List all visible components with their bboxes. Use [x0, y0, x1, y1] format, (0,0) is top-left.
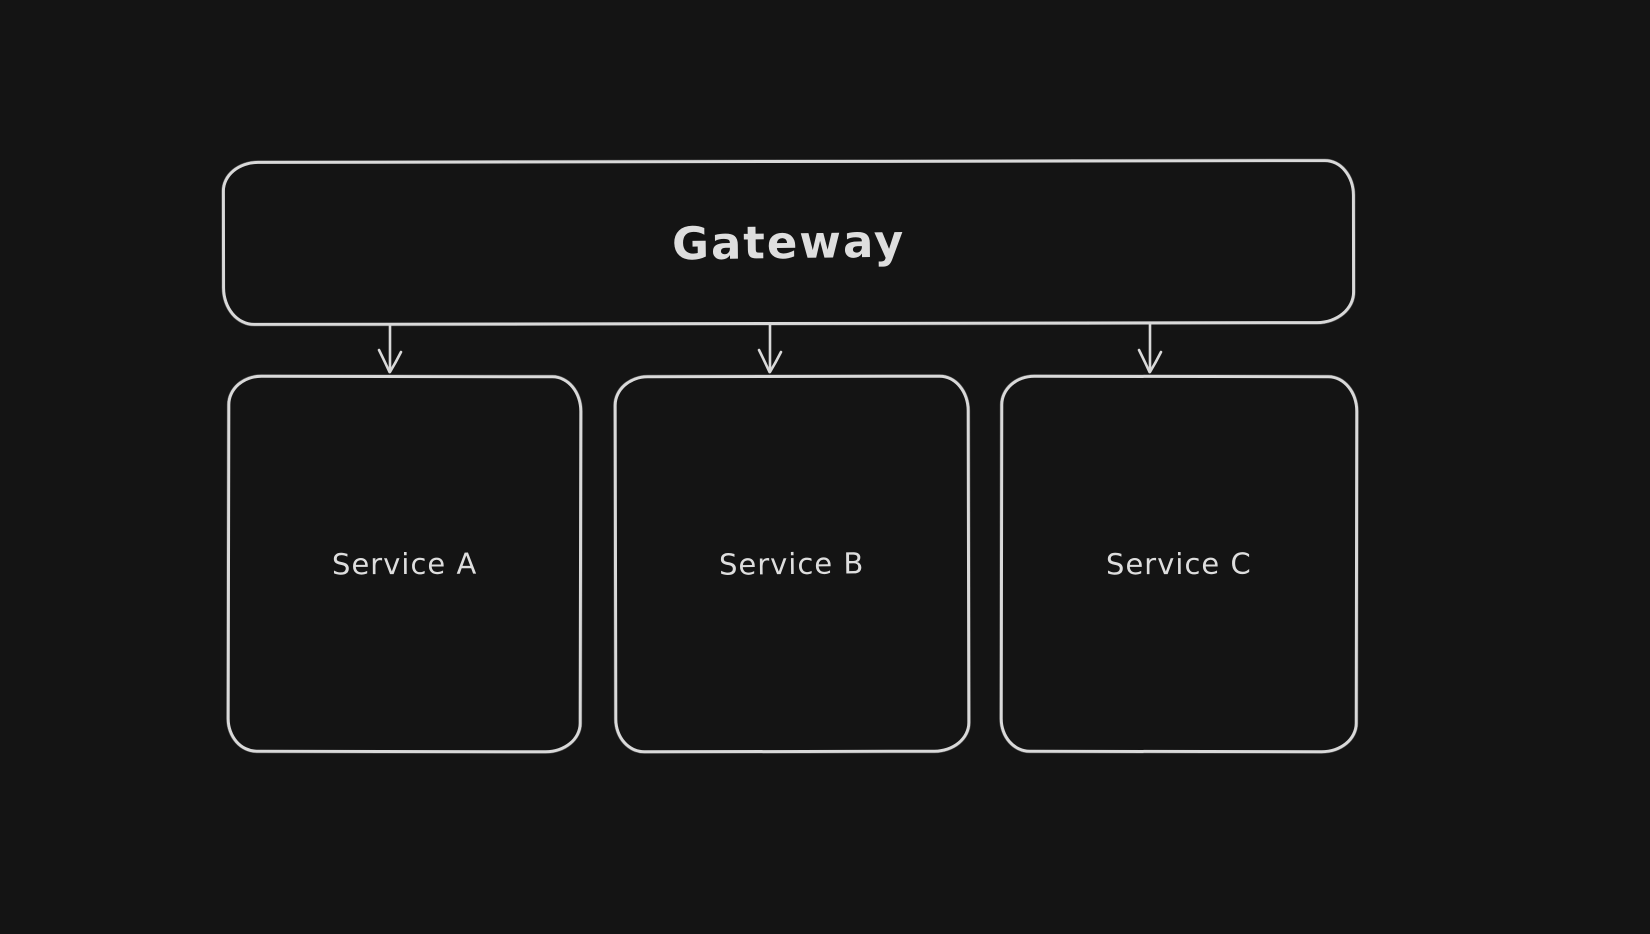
node-service-b-label: Service B — [719, 546, 865, 582]
arrow-gateway-to-service-b-icon — [753, 323, 787, 375]
node-service-c-label: Service C — [1106, 546, 1252, 582]
arrow-gateway-to-service-c-icon — [1133, 323, 1167, 375]
arrow-gateway-to-service-a-icon — [373, 323, 407, 375]
node-service-a: Service A — [226, 374, 583, 754]
node-service-a-label: Service A — [331, 546, 478, 582]
node-gateway: Gateway — [221, 159, 1356, 326]
node-gateway-label: Gateway — [671, 214, 906, 271]
node-service-b: Service B — [613, 374, 971, 754]
node-service-c: Service C — [999, 374, 1359, 754]
